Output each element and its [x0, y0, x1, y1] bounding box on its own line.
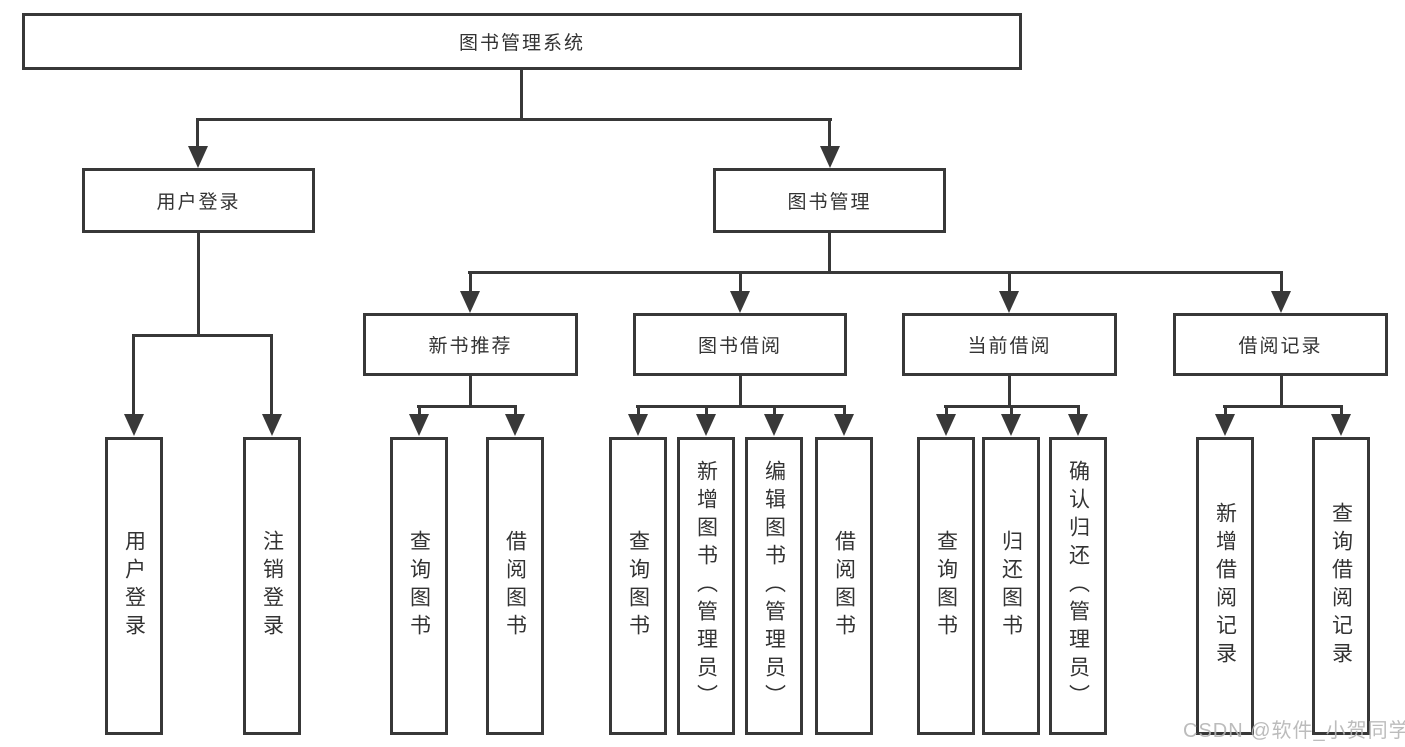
connector-cb-search-drop: [945, 405, 948, 417]
arrowhead-br-search: [1331, 414, 1351, 436]
arrowhead-current-borrow: [999, 291, 1019, 313]
connector-br-stem: [1280, 375, 1283, 407]
node-leaf-user-login: 用户登录: [105, 437, 163, 735]
connector-cb-confirm-drop: [1077, 405, 1080, 417]
arrowhead-bb-edit: [764, 414, 784, 436]
connector-leaf-logout-drop: [270, 334, 273, 416]
connector-level1-hbar: [196, 118, 832, 121]
connector-cb-return-drop: [1010, 405, 1013, 417]
connector-root-stem: [520, 69, 523, 121]
connector-bb-stem: [739, 375, 742, 407]
connector-br-search-drop: [1340, 405, 1343, 417]
connector-login-stem: [197, 233, 200, 337]
node-leaf-rec-borrow-book: 借阅图书: [486, 437, 544, 735]
connector-br-add-drop: [1224, 405, 1227, 417]
arrowhead-bb-borrow: [834, 414, 854, 436]
node-leaf-bb-search-book: 查询图书: [609, 437, 667, 735]
connector-br-hbar: [1223, 405, 1343, 408]
arrowhead-new-book-rec: [460, 291, 480, 313]
connector-rec-borrow-drop: [514, 405, 517, 417]
node-leaf-rec-search-book: 查询图书: [390, 437, 448, 735]
arrowhead-rec-search: [409, 414, 429, 436]
connector-user-login-drop: [196, 118, 199, 150]
arrowhead-leaf-logout: [262, 414, 282, 436]
node-leaf-cb-confirm-return: 确认归还（管理员）: [1049, 437, 1107, 735]
node-current-borrow: 当前借阅: [902, 313, 1117, 376]
arrowhead-bb-search: [628, 414, 648, 436]
connector-book-borrow-drop: [739, 271, 742, 293]
arrowhead-cb-search: [936, 414, 956, 436]
arrowhead-br-add: [1215, 414, 1235, 436]
node-leaf-bb-edit-book: 编辑图书（管理员）: [745, 437, 803, 735]
arrowhead-leaf-user-login: [124, 414, 144, 436]
connector-rec-search-drop: [418, 405, 421, 417]
connector-current-borrow-drop: [1008, 271, 1011, 293]
node-leaf-bb-add-book: 新增图书（管理员）: [677, 437, 735, 735]
node-borrow-record: 借阅记录: [1173, 313, 1388, 376]
node-leaf-cb-search-book: 查询图书: [917, 437, 975, 735]
node-book-borrow: 图书借阅: [633, 313, 847, 376]
node-book-mgmt: 图书管理: [713, 168, 946, 233]
watermark: CSDN @软件_小贺同学: [1183, 720, 1405, 742]
connector-cb-stem: [1008, 375, 1011, 407]
node-leaf-cb-return-book: 归还图书: [982, 437, 1040, 735]
arrowhead-book-mgmt: [820, 146, 840, 168]
arrowhead-user-login: [188, 146, 208, 168]
connector-borrow-record-drop: [1280, 271, 1283, 293]
node-new-book-rec: 新书推荐: [363, 313, 578, 376]
connector-new-book-rec-drop: [469, 271, 472, 293]
node-root: 图书管理系统: [22, 13, 1022, 70]
arrowhead-book-borrow: [730, 291, 750, 313]
connector-login-hbar: [132, 334, 273, 337]
arrowhead-bb-add: [696, 414, 716, 436]
arrowhead-rec-borrow: [505, 414, 525, 436]
node-leaf-br-search-record: 查询借阅记录: [1312, 437, 1370, 735]
connector-rec-stem: [469, 375, 472, 407]
connector-bb-borrow-drop: [843, 405, 846, 417]
connector-book-mgmt-stem: [828, 233, 831, 274]
connector-book-mgmt-drop: [828, 118, 831, 150]
node-leaf-br-add-record: 新增借阅记录: [1196, 437, 1254, 735]
connector-bb-add-drop: [705, 405, 708, 417]
connector-bb-search-drop: [637, 405, 640, 417]
node-leaf-logout: 注销登录: [243, 437, 301, 735]
connector-bb-edit-drop: [773, 405, 776, 417]
connector-level2-hbar: [468, 271, 1282, 274]
arrowhead-borrow-record: [1271, 291, 1291, 313]
connector-bb-hbar: [636, 405, 846, 408]
node-leaf-bb-borrow-book: 借阅图书: [815, 437, 873, 735]
connector-rec-hbar: [417, 405, 517, 408]
arrowhead-cb-return: [1001, 414, 1021, 436]
node-user-login: 用户登录: [82, 168, 315, 233]
arrowhead-cb-confirm: [1068, 414, 1088, 436]
connector-leaf-user-login-drop: [132, 334, 135, 416]
